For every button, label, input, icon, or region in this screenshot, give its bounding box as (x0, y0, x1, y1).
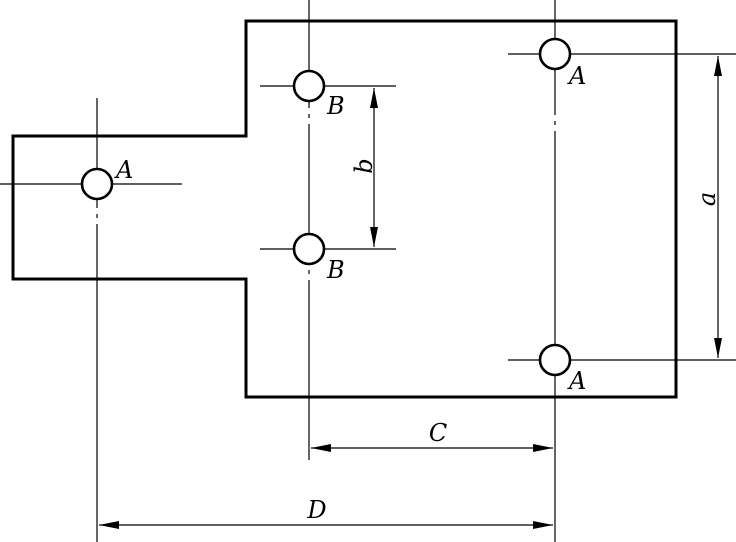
hole-a-left (80, 167, 114, 201)
hole-a-bottom-right (538, 343, 572, 377)
hole-a-top-right (538, 37, 572, 71)
hole-b-bottom (292, 232, 326, 266)
dimension-label-a: a (693, 192, 721, 206)
hole-label-b-bottom: B (326, 256, 345, 284)
holes (80, 37, 572, 377)
hole-label-a-bottom-right: A (567, 367, 586, 395)
part-outline (11, 19, 678, 399)
dimension-label-c: C (429, 419, 447, 447)
hole-b-top (292, 69, 326, 103)
dimension-label-d: D (306, 496, 326, 524)
hole-label-a-top-right: A (567, 62, 586, 90)
dimension-label-b: b (350, 158, 378, 173)
hole-label-a-left: A (114, 156, 133, 184)
hole-label-b-top: B (326, 92, 345, 120)
